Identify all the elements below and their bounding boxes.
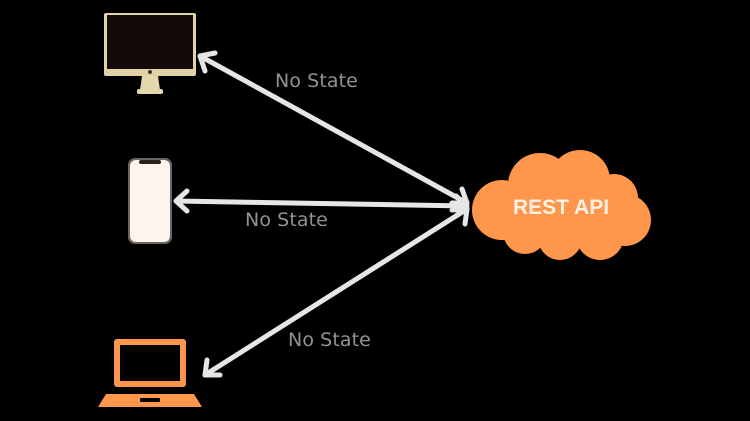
arrowhead-mobile (173, 188, 190, 214)
arrows (173, 53, 470, 378)
arrow-mobile-to-api (173, 198, 470, 209)
laptop-icon (98, 339, 202, 407)
desktop-monitor-icon (104, 13, 196, 94)
arrowhead-api-bottom (449, 206, 470, 227)
connection-label-laptop: No State (288, 329, 371, 351)
smartphone-icon (128, 158, 172, 244)
arrowhead-desktop (197, 50, 218, 74)
cloud-icon (472, 150, 651, 260)
connection-label-desktop: No State (275, 70, 358, 92)
connection-label-mobile: No State (245, 209, 328, 231)
arrowhead-laptop (202, 357, 223, 378)
arrowheads (173, 50, 470, 378)
arrow-desktop-to-api (197, 53, 470, 206)
arrowhead-api-middle (453, 193, 470, 219)
rest-api-label: REST API (513, 196, 610, 219)
arrow-laptop-to-api (202, 206, 470, 378)
